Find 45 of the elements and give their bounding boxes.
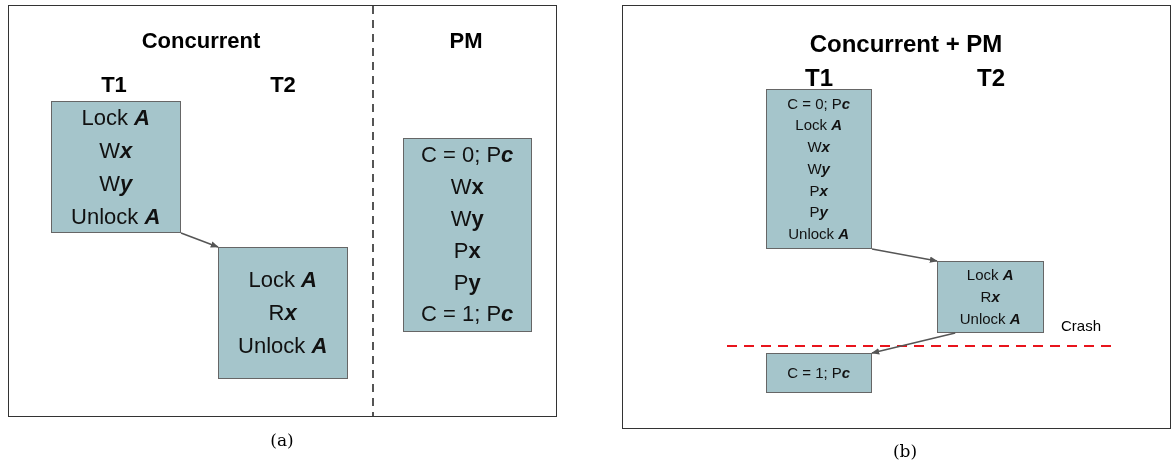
panel-caption: (b) bbox=[892, 441, 918, 461]
operation-text: Unlock A bbox=[238, 332, 328, 361]
column-heading: T2 bbox=[270, 72, 296, 98]
operation-text: Wx bbox=[450, 172, 484, 201]
operation-text: Unlock A bbox=[788, 224, 850, 245]
panel-frame bbox=[622, 5, 1171, 429]
crash-label: Crash bbox=[1061, 317, 1101, 334]
operation-text: Py bbox=[453, 268, 481, 297]
operation-text: Py bbox=[809, 202, 828, 223]
operation-box bbox=[402, 137, 532, 332]
column-heading: T1 bbox=[101, 72, 127, 98]
operation-text: Px bbox=[453, 236, 481, 265]
operation-text: Wy bbox=[99, 169, 133, 198]
operation-text: C = 0; Pc bbox=[421, 141, 514, 169]
operation-text: C = 1; Pc bbox=[787, 362, 851, 383]
operation-text: Px bbox=[809, 180, 828, 201]
panel-frame bbox=[8, 5, 557, 417]
operation-box bbox=[765, 88, 872, 249]
arrow bbox=[871, 332, 956, 355]
operation-text: C = 1; Pc bbox=[421, 300, 514, 329]
column-heading: PM bbox=[449, 28, 483, 54]
operation-box bbox=[217, 246, 348, 379]
operation-text: Lock A bbox=[966, 265, 1014, 286]
operation-text: Unlock A bbox=[71, 202, 161, 231]
operation-text: Wy bbox=[450, 204, 484, 233]
panel-title: Concurrent + PM bbox=[809, 30, 1003, 58]
operation-box bbox=[936, 260, 1044, 333]
operation-text: Wy bbox=[807, 158, 830, 179]
operation-text: Lock A bbox=[248, 266, 317, 295]
operation-box bbox=[50, 100, 181, 233]
operation-box bbox=[765, 352, 872, 393]
operation-text: Wx bbox=[807, 137, 830, 158]
arrow bbox=[871, 248, 938, 263]
panel-title: Concurrent bbox=[141, 28, 261, 54]
operation-text: Lock A bbox=[795, 115, 843, 136]
operation-text: Lock A bbox=[81, 103, 150, 132]
arrow bbox=[180, 232, 219, 248]
operation-text: Unlock A bbox=[959, 308, 1021, 329]
operation-text: Wx bbox=[99, 136, 133, 165]
operation-text: Rx bbox=[980, 286, 1000, 307]
column-heading: T1 bbox=[805, 64, 833, 92]
operation-text: Rx bbox=[268, 299, 297, 328]
panel-caption: (a) bbox=[270, 430, 294, 450]
operation-text: C = 0; Pc bbox=[787, 93, 851, 114]
column-heading: T2 bbox=[977, 64, 1005, 92]
